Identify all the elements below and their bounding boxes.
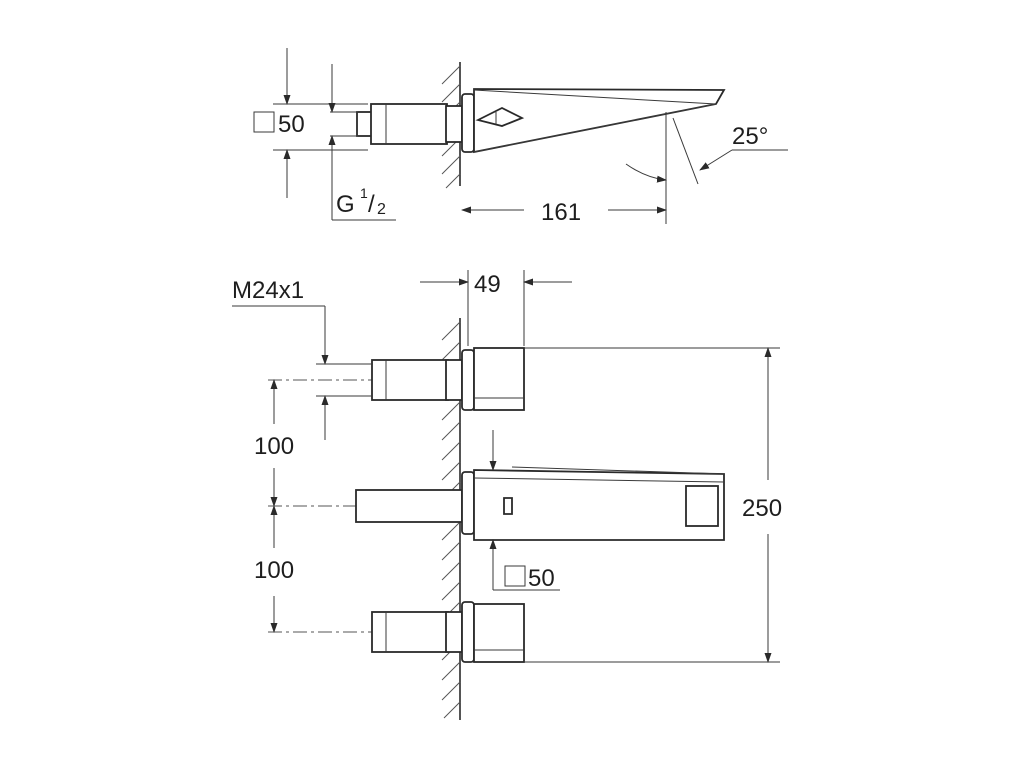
aerator-icon [503,497,513,515]
dim-spout-length: 161 [461,112,667,226]
total-height-label: 250 [742,495,782,522]
dim-spacing: 100 100 [254,379,294,633]
front-spout [355,466,725,541]
dim-total-height: 250 [524,347,782,663]
thread-fraction-numerator: 1 [360,185,368,201]
dim-thread: G 1 / 2 [328,64,396,221]
front-square-label: 50 [528,565,555,592]
square-symbol-icon [253,111,275,133]
handle-thread-label: M24x1 [232,277,304,304]
front-view: 49 M24x1 100 100 250 [232,270,782,720]
spacing-lower-label: 100 [254,557,294,584]
spacing-upper-label: 100 [254,433,294,460]
spout-angle-label: 25° [732,123,768,150]
front-depth-label: 49 [474,271,501,298]
dim-handle-thread: M24x1 [232,277,372,440]
top-square-label: 50 [278,111,305,138]
thread-fraction-denominator: 2 [377,201,386,218]
square-symbol-icon [504,565,526,587]
upper-handle [371,347,525,411]
top-spout [473,88,726,154]
thread-fraction-slash: / [368,191,375,218]
outlet-opening [685,485,719,527]
dim-front-square: 50 [489,430,560,592]
dim-front-depth: 49 [420,270,572,346]
lower-handle [371,601,525,663]
top-view: 50 G 1 / 2 161 25° [253,48,788,226]
spout-length-label: 161 [541,199,581,226]
thread-label: G [336,191,355,218]
dim-top-square: 50 [253,48,368,198]
dim-spout-angle: 25° [625,117,788,185]
top-inlet-body [356,93,475,153]
